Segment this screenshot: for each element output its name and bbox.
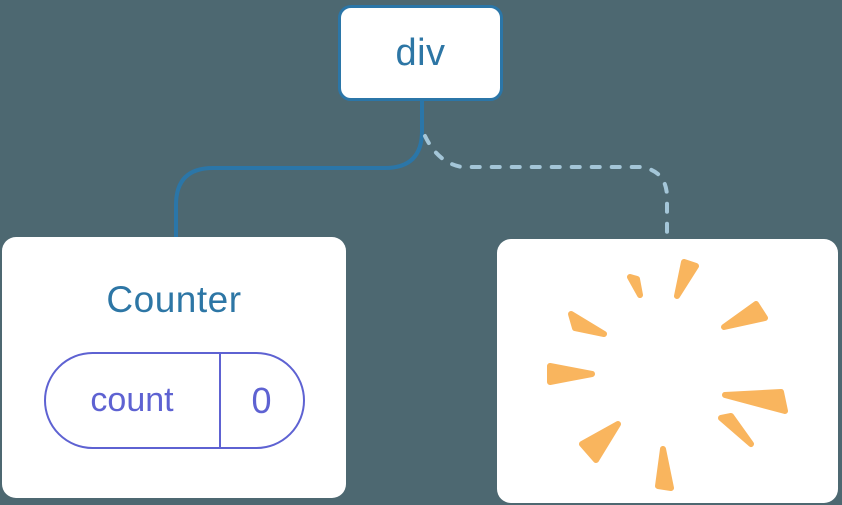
poof-ray [655, 446, 674, 491]
node-div-label: div [395, 31, 446, 74]
state-pill: count 0 [43, 352, 305, 449]
counter-title: Counter [106, 279, 242, 320]
poof-ray [718, 413, 754, 447]
poof-ray [627, 274, 643, 298]
state-value: 0 [251, 379, 272, 421]
edge-div-to-counter [174, 100, 424, 239]
node-counter: Counter count 0 [2, 237, 346, 498]
poof-ray [547, 363, 595, 385]
poof-ray [579, 421, 621, 463]
poof-ray [722, 389, 788, 414]
poof-ray [568, 311, 607, 337]
node-removed [497, 239, 838, 503]
poof-icon [547, 259, 788, 491]
poof-ray [721, 301, 768, 330]
node-div: div [338, 5, 503, 101]
poof-ray [674, 259, 699, 299]
state-pill-divider [218, 354, 221, 447]
edge-div-to-removed [423, 134, 669, 243]
state-name: count [90, 381, 174, 419]
